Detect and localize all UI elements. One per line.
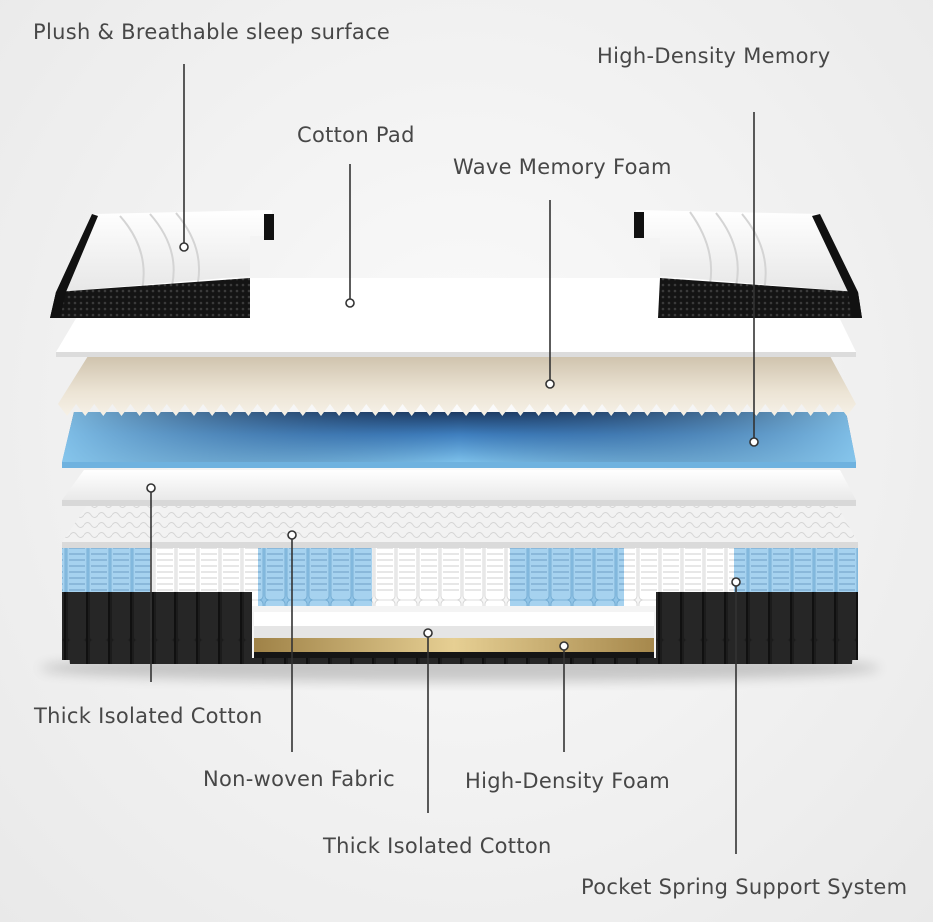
dot-high-density-foam	[559, 641, 569, 651]
non-woven-fabric-layer	[62, 504, 858, 548]
label-non-woven-fabric: Non-woven Fabric	[203, 767, 395, 791]
label-high-density-memory: High-Density Memory	[597, 44, 831, 68]
dot-thick-cotton-bottom	[423, 628, 433, 638]
label-cotton-pad: Cotton Pad	[297, 123, 415, 147]
plush-top-left-block	[50, 210, 274, 318]
dot-thick-cotton-left	[146, 483, 156, 493]
leader-dots	[146, 242, 759, 651]
leader-lines	[150, 64, 755, 854]
label-plush-surface: Plush & Breathable sleep surface	[33, 20, 391, 44]
high-density-memory-layer	[62, 412, 856, 468]
plush-top-right-block	[634, 210, 862, 318]
dot-wave-foam	[545, 379, 555, 389]
label-thick-isolated-cotton-left: Thick Isolated Cotton	[34, 704, 263, 728]
pocket-spring-row	[62, 546, 858, 660]
wave-memory-foam-layer	[58, 356, 856, 416]
label-wave-memory-foam: Wave Memory Foam	[453, 155, 672, 179]
dot-high-density-memory	[749, 437, 759, 447]
label-pocket-spring-system: Pocket Spring Support System	[581, 875, 908, 899]
cotton-pad-layer	[56, 278, 856, 357]
label-thick-isolated-cotton-bottom: Thick Isolated Cotton	[323, 834, 552, 858]
label-high-density-foam: High-Density Foam	[465, 769, 670, 793]
thick-isolated-cotton-layer	[62, 470, 856, 506]
cutaway-inner-layers	[254, 612, 654, 658]
dot-pocket-spring	[731, 577, 741, 587]
dot-plush	[179, 242, 189, 252]
dot-non-woven	[287, 530, 297, 540]
dot-cotton-pad	[345, 298, 355, 308]
high-density-foam-layer	[254, 638, 654, 652]
thick-isolated-cotton-inner	[254, 612, 654, 626]
